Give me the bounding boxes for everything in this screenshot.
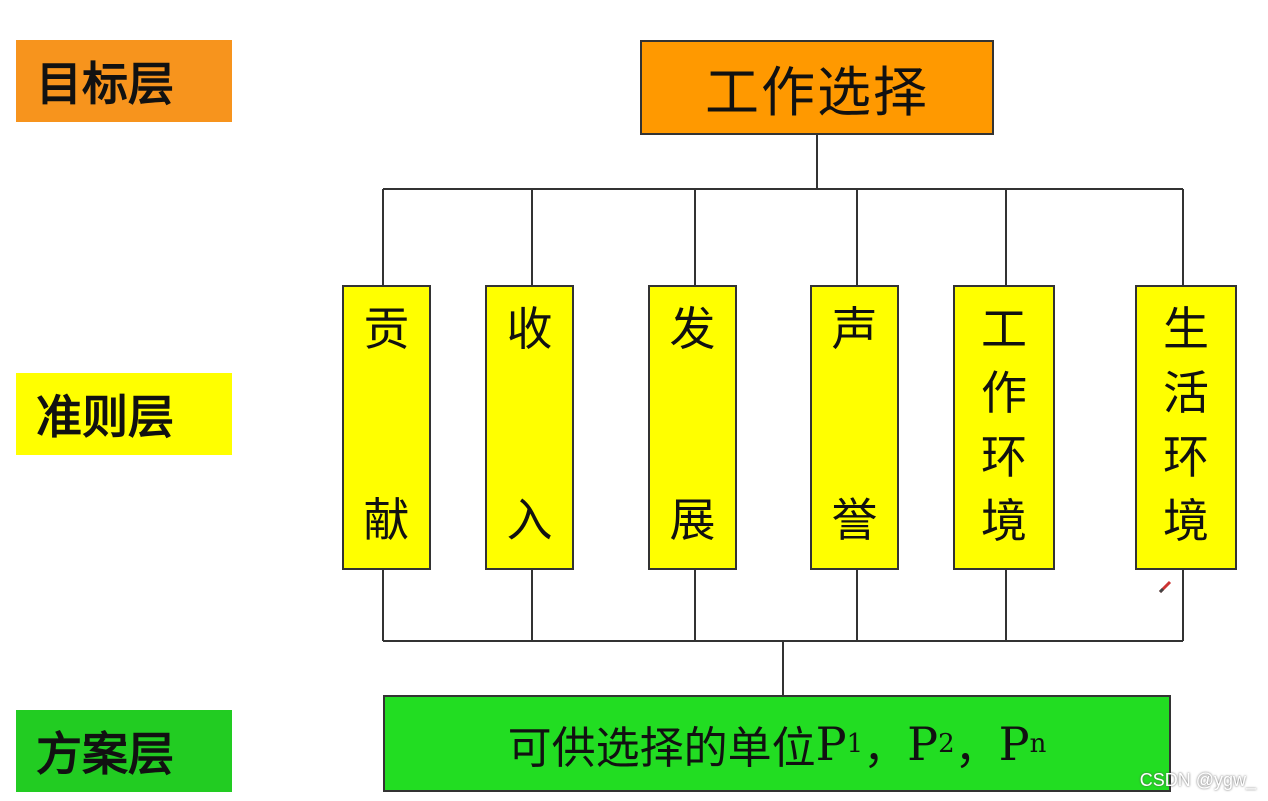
goal-layer-label: 目标层 bbox=[16, 40, 232, 122]
scheme-sub1: 1 bbox=[846, 728, 864, 759]
scheme-box-text: 可供选择的单位 bbox=[507, 722, 816, 774]
criterion-char: 收 bbox=[506, 302, 553, 356]
scheme-sep2: ， bbox=[954, 722, 999, 774]
criterion-char: 环 bbox=[1163, 430, 1209, 484]
criterion-char: 环 bbox=[981, 430, 1027, 484]
criterion-box-reputation: 声誉 bbox=[810, 285, 899, 570]
criterion-char: 生 bbox=[1163, 302, 1209, 356]
scheme-pn: P bbox=[998, 716, 1030, 771]
criterion-char: 发 bbox=[669, 302, 716, 356]
criterion-char: 展 bbox=[669, 493, 716, 547]
criterion-box-work-environment: 工作环境 bbox=[953, 285, 1055, 570]
criterion-char: 境 bbox=[1163, 494, 1209, 548]
criterion-chars: 贡献 bbox=[344, 297, 429, 552]
criterion-char: 献 bbox=[363, 493, 410, 547]
pen-icon bbox=[1158, 580, 1172, 594]
criteria-layer-label: 准则层 bbox=[16, 373, 232, 455]
criterion-char: 誉 bbox=[831, 493, 878, 547]
scheme-p2: P bbox=[907, 716, 939, 771]
criterion-box-development: 发展 bbox=[648, 285, 737, 570]
criterion-chars: 收入 bbox=[487, 297, 572, 552]
criterion-char: 活 bbox=[1163, 366, 1209, 420]
criterion-chars: 声誉 bbox=[812, 297, 897, 552]
criterion-char: 声 bbox=[831, 302, 878, 356]
watermark: CSDN @ygw_ bbox=[1139, 770, 1256, 790]
criterion-box-income: 收入 bbox=[485, 285, 574, 570]
scheme-sep1: ， bbox=[863, 722, 908, 774]
criterion-char: 工 bbox=[981, 302, 1027, 356]
criterion-box-contribution: 贡献 bbox=[342, 285, 431, 570]
scheme-layer-label: 方案层 bbox=[16, 710, 232, 792]
criterion-chars: 生活环境 bbox=[1137, 297, 1235, 552]
scheme-p1: P bbox=[815, 716, 847, 771]
criterion-char: 贡 bbox=[363, 302, 410, 356]
scheme-subn: n bbox=[1029, 728, 1047, 759]
criterion-char: 境 bbox=[981, 494, 1027, 548]
goal-box: 工作选择 bbox=[640, 40, 994, 135]
criterion-box-living-environment: 生活环境 bbox=[1135, 285, 1237, 570]
criterion-chars: 发展 bbox=[650, 297, 735, 552]
criterion-char: 入 bbox=[506, 493, 553, 547]
criterion-chars: 工作环境 bbox=[955, 297, 1053, 552]
scheme-sub2: 2 bbox=[938, 728, 955, 759]
goal-box-text: 工作选择 bbox=[705, 61, 929, 124]
criterion-char: 作 bbox=[981, 366, 1027, 420]
